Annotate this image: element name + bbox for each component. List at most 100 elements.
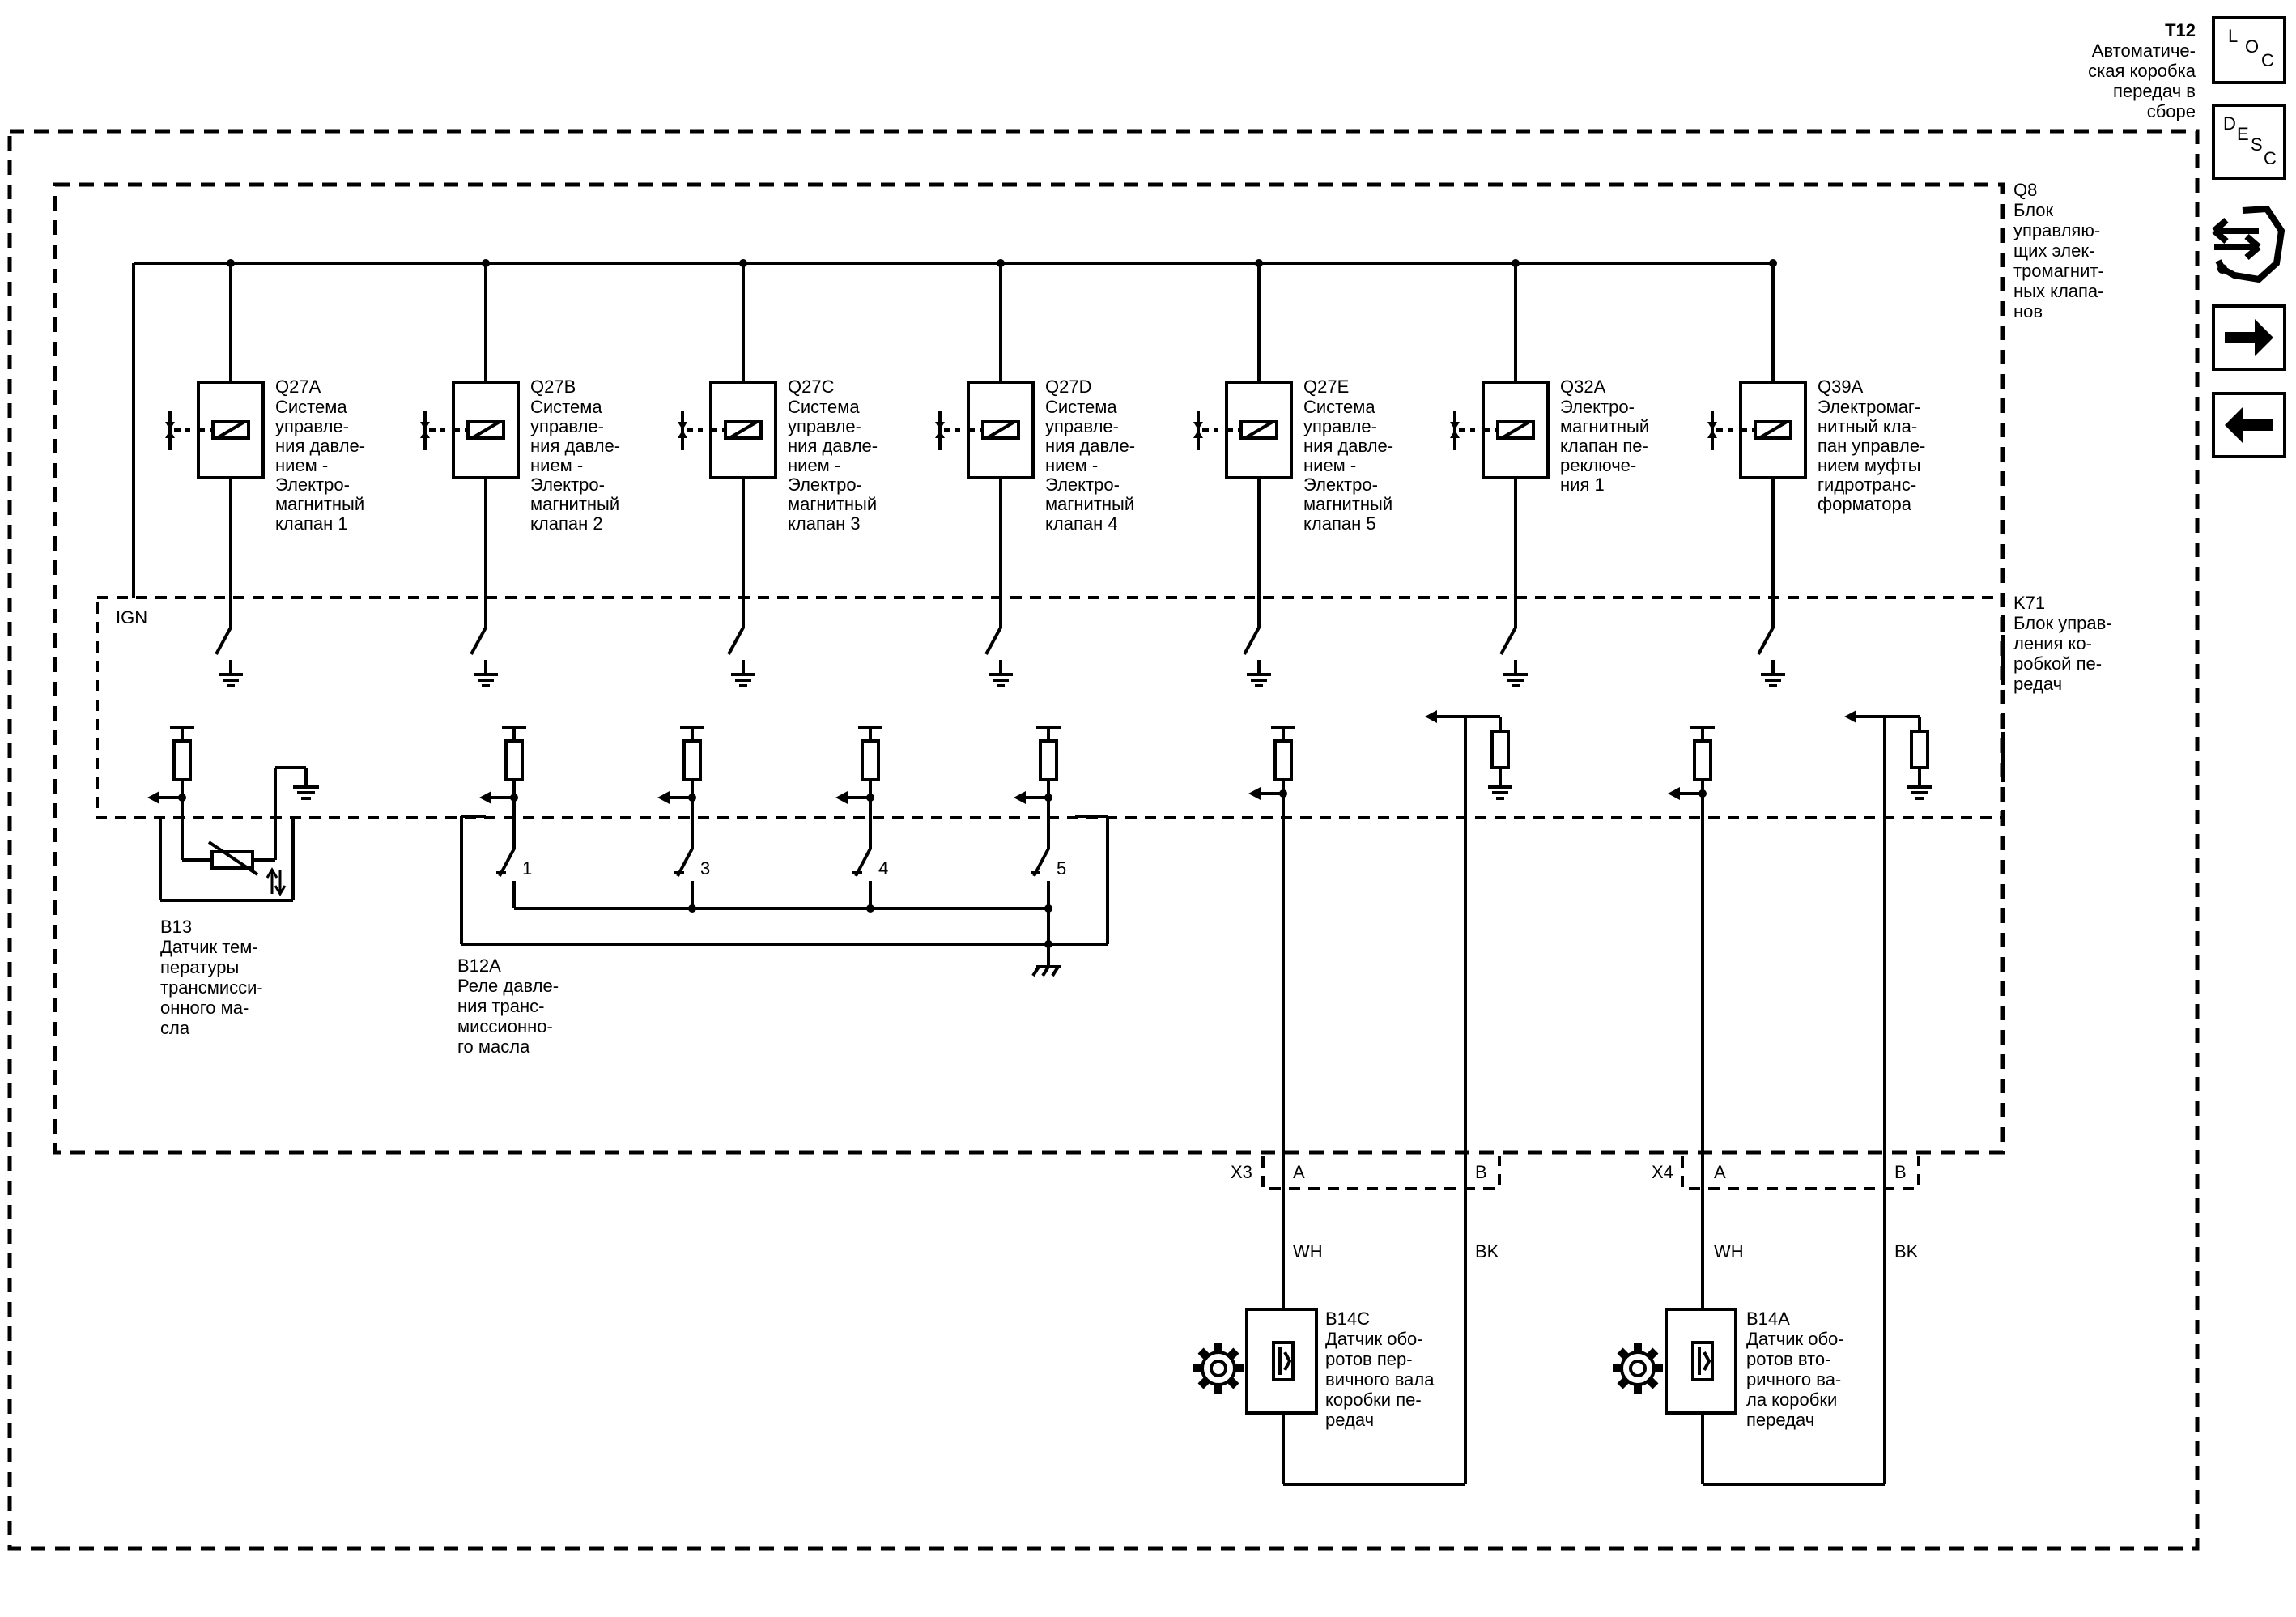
b12a-switch-legs xyxy=(461,726,1061,908)
b12a-contact-label: 3 xyxy=(700,858,710,879)
solenoid-desc-line: Система xyxy=(275,397,347,417)
solenoid-desc-line: клапан пе- xyxy=(1560,436,1648,456)
x4-wire-color: BK xyxy=(1894,1241,1919,1262)
previous-button[interactable] xyxy=(2212,392,2286,458)
ign-label: IGN xyxy=(116,607,147,628)
b12a-contact xyxy=(657,726,704,908)
desc-letter: C xyxy=(2264,148,2277,168)
x3-pin-a: A xyxy=(1293,1162,1305,1182)
solenoid-desc-line: Электро- xyxy=(1045,474,1120,495)
b14c-line: ротов пер- xyxy=(1325,1349,1413,1369)
solenoid-desc-line: Электро- xyxy=(1303,474,1378,495)
k71-line: ления ко- xyxy=(2013,633,2092,653)
q8-line: тромагнит- xyxy=(2013,261,2104,281)
b12a-line: миссионно- xyxy=(457,1016,553,1036)
speed-sensor-group xyxy=(1193,710,1932,1486)
solenoid-desc-line: клапан 2 xyxy=(530,513,603,534)
next-button[interactable] xyxy=(2212,304,2286,371)
solenoid-desc-line: Электро- xyxy=(530,474,605,495)
solenoid-desc-line: управле- xyxy=(275,416,349,436)
desc-button[interactable]: D E S C xyxy=(2212,104,2286,180)
b14c-line: редач xyxy=(1325,1410,1374,1430)
solenoid-desc-line: магнитный xyxy=(530,494,619,514)
x3-wire-color: WH xyxy=(1293,1241,1323,1262)
solenoid-desc-line: нием - xyxy=(1045,455,1098,475)
solenoid-desc-line: Система xyxy=(1303,397,1375,417)
assembly-name-line: ская коробка xyxy=(2088,61,2196,81)
loc-letter: C xyxy=(2261,50,2274,70)
b14a-line: ричного ва- xyxy=(1746,1369,1841,1389)
solenoid-desc-line: нием - xyxy=(788,455,840,475)
connector-x3: X3 A B WH BK xyxy=(1231,1162,1499,1262)
solenoid-desc-line: магнитный xyxy=(275,494,364,514)
b13-line: сла xyxy=(160,1018,190,1038)
solenoid-desc-line: клапан 5 xyxy=(1303,513,1376,534)
solenoid-desc-line: форматора xyxy=(1818,494,1912,514)
solenoid-desc-line: ния давле- xyxy=(1303,436,1393,456)
desc-letter: E xyxy=(2237,124,2249,144)
b14c-line: вичного вала xyxy=(1325,1369,1435,1389)
solenoid-desc-line: реключе- xyxy=(1560,455,1636,475)
solenoid-desc-line: ния давле- xyxy=(530,436,620,456)
x3-ref: X3 xyxy=(1231,1162,1252,1182)
chassis-ground-icon xyxy=(1031,965,1061,977)
solenoid-desc-line: нием - xyxy=(275,455,328,475)
loc-letter: L xyxy=(2228,26,2238,46)
solenoid-desc-line: Электромаг- xyxy=(1818,397,1920,417)
solenoid-desc-line: управле- xyxy=(1303,416,1377,436)
b13-line: Датчик тем- xyxy=(160,937,258,957)
t12-boundary xyxy=(7,129,2200,1551)
b14a-ref: B14A xyxy=(1746,1308,1790,1329)
b12a-line: го масла xyxy=(457,1036,530,1057)
solenoid-desc-line: нием муфты xyxy=(1818,455,1921,475)
solenoid-ref: Q27C xyxy=(788,377,835,397)
solenoid-desc-line: клапан 1 xyxy=(275,513,348,534)
k71-line: робкой пе- xyxy=(2013,653,2102,674)
assembly-name-line: Автоматиче- xyxy=(2092,40,2196,61)
b12a-line: ния транс- xyxy=(457,996,545,1016)
k71-line: Блок управ- xyxy=(2013,613,2112,633)
q8-line: ных клапа- xyxy=(2013,281,2104,301)
x3-pin-b: B xyxy=(1475,1162,1487,1182)
b12a-contact-label: 1 xyxy=(522,858,532,879)
solenoid-desc-line: магнитный xyxy=(1560,416,1649,436)
solenoid-desc-line: ния 1 xyxy=(1560,474,1605,495)
x4-wire-color: WH xyxy=(1714,1241,1744,1262)
b12a-contact xyxy=(1014,726,1061,908)
solenoid-desc-line: Система xyxy=(1045,397,1117,417)
solenoid-ref: Q39A xyxy=(1818,377,1864,397)
solenoid-desc-line: Система xyxy=(530,397,602,417)
connector-view-icon xyxy=(2212,205,2285,283)
loc-button[interactable]: L O C xyxy=(2212,16,2286,84)
arrow-right-icon xyxy=(2225,319,2273,356)
b12a-pressure-switch: 1 3 4 5 B12A Реле давле- ния транс- мисс… xyxy=(457,815,1109,1057)
arrow-left-icon xyxy=(2225,406,2273,444)
solenoid-ref: Q27D xyxy=(1045,377,1091,397)
b14c-line: Датчик обо- xyxy=(1325,1329,1423,1349)
solenoid-desc-line: пан управле- xyxy=(1818,436,1925,456)
b13-ref: B13 xyxy=(160,917,192,937)
solenoid-desc-line: магнитный xyxy=(788,494,877,514)
b13-line: трансмисси- xyxy=(160,977,263,998)
connector-x4: X4 A B WH BK xyxy=(1652,1162,1919,1262)
q8-line: щих элек- xyxy=(2013,240,2094,261)
connector-view-button[interactable] xyxy=(2212,205,2285,283)
b13-line: онного ма- xyxy=(160,998,249,1018)
solenoid-desc-line: ния давле- xyxy=(275,436,365,456)
gear-icon xyxy=(1193,1343,1244,1394)
solenoid-desc-line: управле- xyxy=(788,416,861,436)
solenoid-desc-line: нием - xyxy=(1303,455,1356,475)
k71-label: K71 Блок управ- ления ко- робкой пе- ред… xyxy=(2013,593,2112,694)
solenoid-desc-line: нием - xyxy=(530,455,583,475)
q8-line: нов xyxy=(2013,301,2043,321)
solenoid-desc-line: Система xyxy=(788,397,860,417)
desc-letter: D xyxy=(2223,113,2236,134)
b14c-ref: B14C xyxy=(1325,1308,1370,1329)
